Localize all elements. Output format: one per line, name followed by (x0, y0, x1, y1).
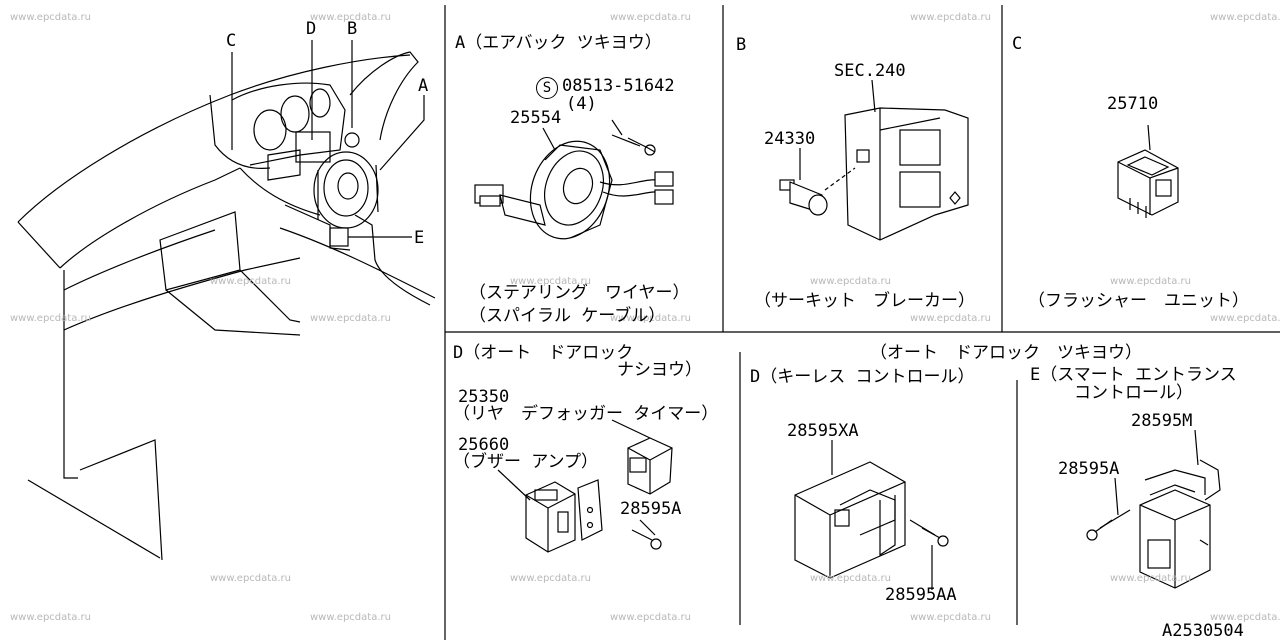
part-number-bolt: 08513-51642 (562, 76, 675, 96)
part-number-screw-aa: 28595AA (885, 585, 957, 605)
part-number-smart-control: 28595M (1131, 411, 1193, 431)
watermark: www.epcdata.ru (610, 612, 691, 623)
panel-d-left-title-1: D（オート ドアロック (453, 343, 634, 363)
dashboard-overview (17, 40, 436, 561)
watermark: www.epcdata.ru (1110, 276, 1191, 287)
watermark: www.epcdata.ru (10, 12, 91, 23)
callout-c: C (226, 31, 237, 51)
callout-e: E (414, 228, 425, 248)
panel-e-title-1: E（スマート エントランス (1030, 365, 1237, 385)
bolt-symbol: S (536, 77, 558, 99)
keyless-control-drawing (794, 440, 949, 590)
part-number-buzzer-amp: 25660 (458, 435, 510, 455)
watermark: www.epcdata.ru (210, 573, 291, 584)
part-number-circuit-breaker: 24330 (764, 129, 816, 149)
part-number-keyless-control: 28595XA (787, 421, 859, 441)
spiral-cable-drawing (474, 119, 674, 240)
watermark: www.epcdata.ru (810, 573, 891, 584)
part-number-flasher: 25710 (1107, 94, 1159, 114)
watermark: www.epcdata.ru (510, 276, 591, 287)
panel-c-title: C (1012, 34, 1023, 54)
circuit-breaker-drawing (779, 79, 969, 241)
defogger-timer-desc: （リヤ デフォッガー タイマー） (453, 404, 719, 424)
watermark: www.epcdata.ru (510, 573, 591, 584)
part-number-spiral-cable: 25554 (510, 108, 562, 128)
panel-d-right-title: D（キーレス コントロール） (750, 367, 975, 387)
callout-a: A (418, 76, 429, 96)
panel-a-title: A（エアバック ツキヨウ） (455, 33, 662, 53)
watermark: www.epcdata.ru (1210, 313, 1280, 324)
callout-d: D (306, 19, 317, 39)
buzzer-amp-desc: （ブザー アンプ） (453, 452, 599, 472)
watermark: www.epcdata.ru (1210, 612, 1280, 623)
watermark: www.epcdata.ru (310, 612, 391, 623)
panel-a-caption-1: （ステアリング ワイヤー） (469, 283, 690, 303)
section-ref: SEC.240 (834, 61, 906, 81)
panel-b-title: B (736, 35, 747, 55)
diagram-code: A2530504 (1162, 621, 1244, 641)
watermark: www.epcdata.ru (10, 313, 91, 324)
watermark: www.epcdata.ru (310, 12, 391, 23)
panel-a-caption-2: （スパイラル ケーブル） (469, 306, 666, 326)
smart-entrance-drawing (1086, 429, 1221, 589)
timer-buzzer-drawing (497, 419, 673, 553)
watermark: www.epcdata.ru (1110, 573, 1191, 584)
watermark: www.epcdata.ru (310, 313, 391, 324)
watermark: www.epcdata.ru (910, 313, 991, 324)
part-number-screw-e: 28595A (1058, 459, 1120, 479)
part-qty-bolt: (4) (566, 94, 597, 114)
watermark: www.epcdata.ru (10, 612, 91, 623)
watermark: www.epcdata.ru (1210, 12, 1280, 23)
panel-d-left-title-2: ナシヨウ） (617, 360, 702, 380)
callout-b: B (347, 19, 358, 39)
watermark: www.epcdata.ru (910, 12, 991, 23)
panel-d-right-header: （オート ドアロック ツキヨウ） (870, 343, 1142, 363)
part-number-screw: 28595A (620, 499, 682, 519)
watermark: www.epcdata.ru (610, 12, 691, 23)
watermark: www.epcdata.ru (210, 276, 291, 287)
flasher-unit-drawing (1117, 124, 1179, 218)
watermark: www.epcdata.ru (610, 313, 691, 324)
part-number-defogger-timer: 25350 (458, 387, 510, 407)
watermark: www.epcdata.ru (910, 612, 991, 623)
watermark: www.epcdata.ru (810, 276, 891, 287)
panel-e-title-2: コントロール） (1074, 383, 1193, 403)
panel-borders (444, 5, 1280, 640)
panel-b-caption: （サーキット ブレーカー） (754, 291, 975, 311)
panel-c-caption: （フラッシャー ユニット） (1028, 291, 1249, 311)
